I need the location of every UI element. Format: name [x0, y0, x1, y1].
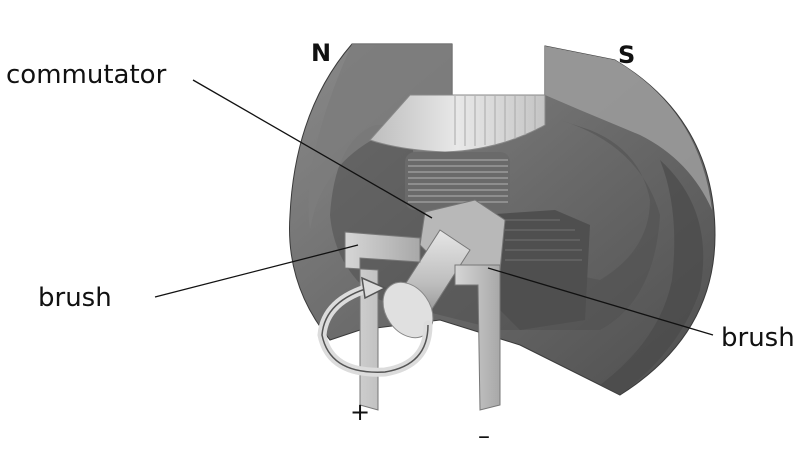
terminal-positive-label: + [350, 398, 370, 426]
armature-laminations [454, 96, 536, 146]
brush-left-part [344, 231, 421, 411]
brush-right-leader [487, 267, 714, 336]
terminal-negative-label: – [478, 422, 490, 450]
rotation-arrow-icon [317, 276, 433, 377]
commutator-leader [192, 79, 433, 219]
north-pole-face [308, 44, 452, 230]
brush-left-label: brush [38, 283, 112, 313]
armature-coil [405, 152, 510, 210]
commutator-assembly [382, 199, 506, 339]
commutator-label: commutator [6, 60, 167, 90]
armature-lower-laminations [505, 219, 582, 261]
brush-left-leader [154, 244, 359, 298]
magnet-side-band [600, 160, 704, 395]
south-pole-face [545, 46, 712, 210]
armature-core [369, 94, 546, 153]
pole-south-label: S [618, 41, 635, 69]
brush-right-label: brush [721, 323, 795, 353]
pole-north-label: N [311, 39, 331, 67]
armature [369, 94, 590, 330]
leader-lines [154, 79, 714, 336]
brush-right-part [454, 264, 501, 411]
